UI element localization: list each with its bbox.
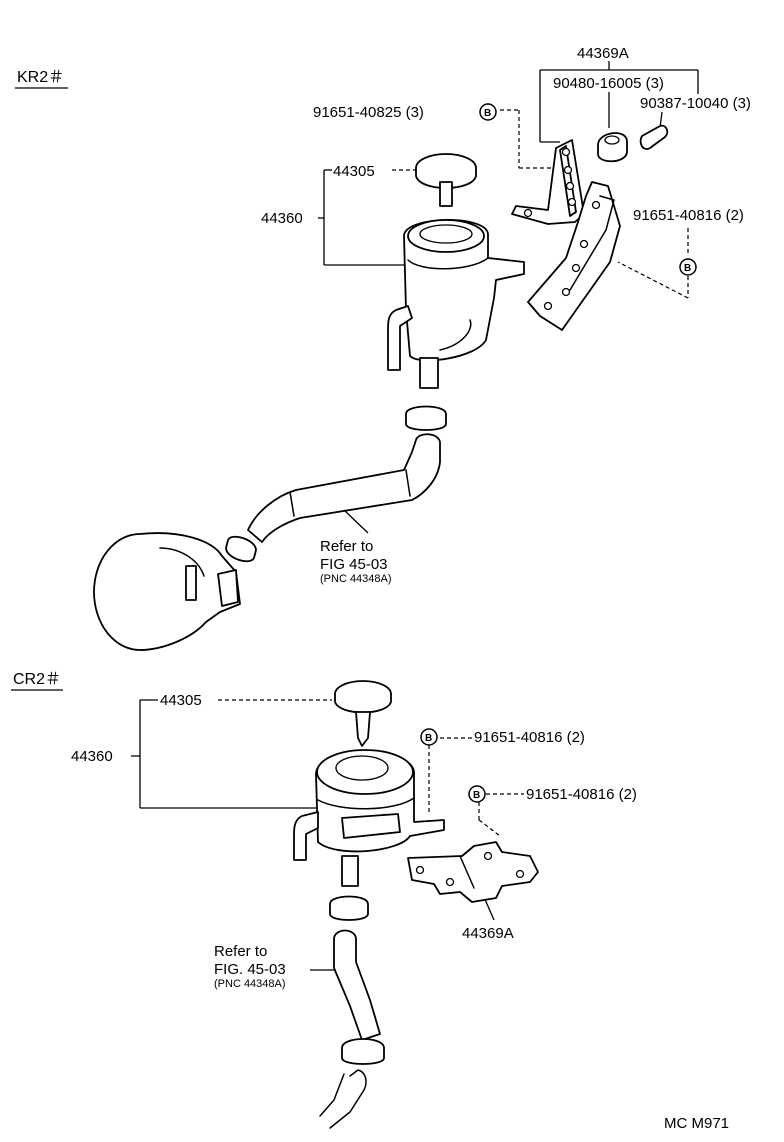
- label-bracket-44369a: 44369A: [577, 45, 629, 62]
- section-title-kr2: KR2＃: [17, 69, 64, 86]
- label-collar-90387: 90387-10040 (3): [640, 95, 751, 112]
- label-reservoir-44360: 44360: [261, 210, 303, 227]
- reservoir-part-kr: [387, 219, 525, 389]
- cap-part-kr: [415, 153, 477, 207]
- bracket-part-kr: [511, 139, 621, 331]
- pump-part-kr: [93, 532, 241, 651]
- bolt-marker-upper-cr: B: [420, 728, 438, 746]
- section-cr2: CR2＃ 44305 44360 91651-40816 (2) 91651-4…: [11, 671, 637, 1129]
- refer-line2-cr: FIG. 45-03: [214, 961, 286, 978]
- refer-line1-cr: Refer to: [214, 943, 267, 960]
- label-bolt-upper-cr: 91651-40816 (2): [474, 729, 585, 746]
- refer-line2-kr: FIG 45-03: [320, 556, 388, 573]
- svg-text:B: B: [425, 733, 432, 744]
- hose-assembly-kr: [225, 405, 447, 563]
- label-cap-44305-cr: 44305: [160, 692, 202, 709]
- section-title-cr2: CR2＃: [13, 671, 61, 688]
- refer-line3-cr: (PNC 44348A): [214, 978, 286, 990]
- bolt-marker-lower-cr: B: [468, 785, 486, 803]
- svg-text:B: B: [684, 263, 691, 274]
- section-kr2: KR2＃ 44369A 90480-16005 (3) 90387-10040 …: [15, 45, 751, 651]
- leader-lines-cr2: [131, 699, 524, 921]
- footer-code: MC M971: [664, 1115, 729, 1132]
- bracket-part-cr: [407, 841, 539, 903]
- label-bolt-lower-cr: 91651-40816 (2): [526, 786, 637, 803]
- label-bracket-44369a-cr: 44369A: [462, 925, 514, 942]
- leader-lines-kr2: [318, 61, 699, 299]
- refer-line1-kr: Refer to: [320, 538, 373, 555]
- label-bolt-91651-40825: 91651-40825 (3): [313, 104, 424, 121]
- label-grommet-90480: 90480-16005 (3): [553, 75, 664, 92]
- svg-text:B: B: [484, 108, 491, 119]
- label-cap-44305: 44305: [333, 163, 375, 180]
- grommet-part: [597, 132, 628, 163]
- svg-text:B: B: [473, 790, 480, 801]
- bolt-marker-top: B: [479, 103, 497, 121]
- collar-part: [639, 124, 669, 150]
- cap-part-cr: [334, 680, 392, 747]
- label-reservoir-44360-cr: 44360: [71, 748, 113, 765]
- refer-leader-kr: [343, 509, 369, 534]
- reservoir-part-cr: [293, 749, 445, 887]
- label-bolt-91651-40816: 91651-40816 (2): [633, 207, 744, 224]
- hose-assembly-cr: [319, 895, 385, 1129]
- refer-line3-kr: (PNC 44348A): [320, 573, 392, 585]
- bolt-marker-right: B: [679, 258, 697, 276]
